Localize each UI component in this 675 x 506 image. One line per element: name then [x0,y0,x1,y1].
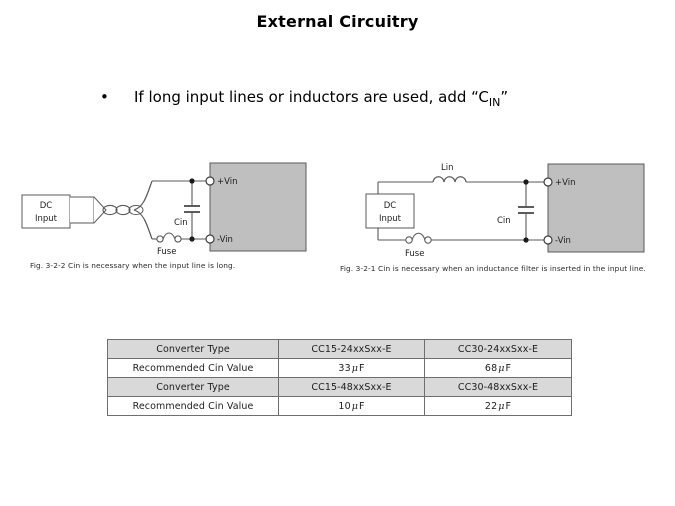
value-unit: F [359,400,365,412]
dc-input-box [21,194,71,229]
table-cell-label: Converter Type [107,377,279,397]
value-number: 33 [338,362,351,374]
table-cell-value: CC15-48xxSxx-E [278,377,425,397]
terminal-positive-icon [543,177,553,187]
figure-3-2-1: DC Input Lin Cin Fuse +Vin -Vin [348,148,670,286]
inductor-label: Lin [441,163,453,173]
value-unit: F [505,400,512,412]
dc-input-label-line1: DC [384,201,397,211]
bullet-marker-icon: • [100,88,109,106]
fuse-end-right-icon [424,236,432,244]
table-row: Recommended Cin Value 33μF 68μF [107,358,572,378]
converter-module-block [547,163,645,253]
terminal-positive-icon [205,176,215,186]
junction-dot-bottom [523,237,529,243]
bullet-text: If long input lines or inductors are use… [134,88,508,112]
table-cell-value: 68μF [424,358,572,378]
figure-caption-right: Fig. 3-2-1 Cin is necessary when an indu… [340,264,646,273]
dc-input-label-line2: Input [35,214,58,224]
table-row: Recommended Cin Value 10μF 22μF [107,396,572,416]
table-row: Converter Type CC15-24xxSxx-E CC30-24xxS… [107,339,572,359]
fuse-label: Fuse [405,249,424,259]
bullet-text-tail: ” [500,88,509,106]
junction-dot-top [523,179,529,185]
fuse-end-right-icon [174,235,182,243]
micro-symbol: μ [498,400,505,412]
figure-caption-left: Fig. 3-2-2 Cin is necessary when the inp… [30,261,236,270]
fuse-label: Fuse [157,247,176,257]
fuse-end-left-icon [156,235,164,243]
fuse-end-left-icon [405,236,413,244]
terminal-negative-icon [543,235,553,245]
terminal-negative-label: -Vin [217,235,233,245]
capacitor-label: Cin [497,216,511,226]
junction-dot-bottom [189,236,195,242]
inductor-coil-icon [432,176,467,183]
junction-dot-top [189,178,195,184]
dc-input-label-line2: Input [379,214,402,224]
micro-symbol: μ [351,362,358,374]
table-cell-label: Recommended Cin Value [107,358,279,378]
table-cell-label: Converter Type [107,339,279,359]
page-title: External Circuitry [256,12,419,31]
fuse-arc-icon [411,232,426,241]
table-cell-value: 10μF [278,396,425,416]
recommended-cin-table: Converter Type CC15-24xxSxx-E CC30-24xxS… [107,339,572,416]
dc-input-label-line1: DC [40,201,53,211]
bullet-text-subscript: IN [488,96,501,109]
dc-input-box [365,193,415,229]
table-cell-value: CC30-24xxSxx-E [424,339,572,359]
micro-symbol: μ [498,362,505,374]
value-number: 68 [484,362,498,374]
table-cell-value: CC15-24xxSxx-E [278,339,425,359]
terminal-positive-label: +Vin [217,177,238,187]
value-number: 10 [338,400,351,412]
table-cell-value: 22μF [424,396,572,416]
capacitor-label: Cin [174,218,188,228]
figure-3-2-2: DC Input Cin Fuse +Vin -Vin [14,155,324,285]
micro-symbol: μ [351,400,358,412]
value-unit: F [505,362,512,374]
table-row: Converter Type CC15-48xxSxx-E CC30-48xxS… [107,377,572,397]
converter-module-block [209,162,307,252]
table-cell-label: Recommended Cin Value [107,396,279,416]
bullet-text-main: If long input lines or inductors are use… [134,88,489,106]
bullet-item: • If long input lines or inductors are u… [100,88,508,112]
terminal-positive-label: +Vin [555,178,576,188]
table-cell-value: 33μF [278,358,425,378]
value-unit: F [359,362,365,374]
value-number: 22 [484,400,498,412]
terminal-negative-label: -Vin [555,236,571,246]
cable-connector-shape [70,196,95,224]
fuse-arc-icon [162,232,176,240]
table-cell-value: CC30-48xxSxx-E [424,377,572,397]
terminal-negative-icon [205,234,215,244]
